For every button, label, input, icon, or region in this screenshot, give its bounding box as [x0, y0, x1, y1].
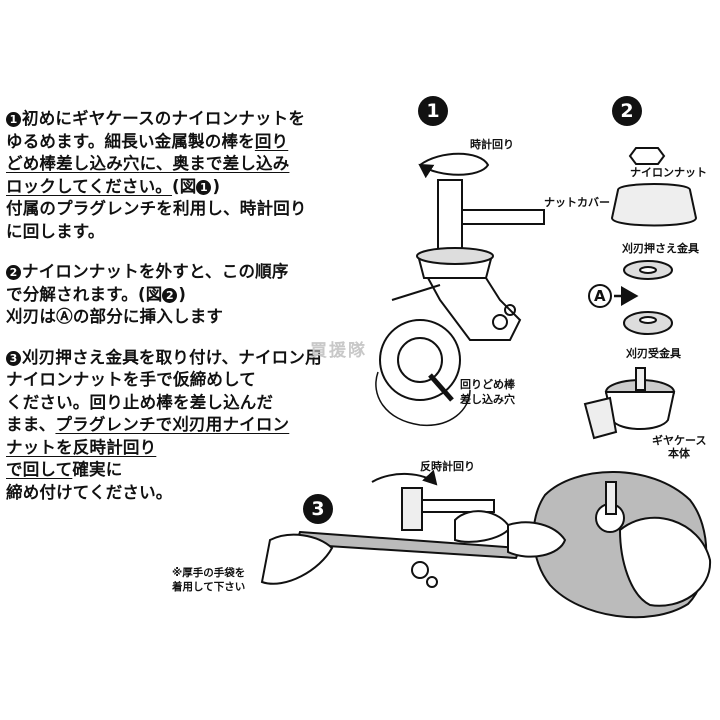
step-3-line-6: で回して確実に: [6, 459, 376, 482]
step-text: 初めにギヤケースのナイロンナットを: [22, 109, 306, 128]
step-text: ナイロンナットを外すと、この順序: [22, 262, 289, 281]
step-text: 確実に: [72, 460, 123, 479]
gear-case-label-line1: ギヤケース: [652, 434, 707, 447]
step-text-underlined: ロックしてください。: [6, 176, 173, 196]
step-1-line-6: に回します。: [6, 221, 376, 244]
step-text-underlined: どめ棒差し込み穴: [6, 154, 140, 173]
figure-3-right-drawing: [507, 471, 712, 619]
watermark: 買援隊: [310, 341, 367, 361]
glove-note-line2: 着用して下さい: [172, 581, 246, 593]
step-text: まま、: [6, 415, 56, 434]
step-text: 付属のプラグレンチを利用し、時計回り: [6, 199, 307, 218]
step-1-line-5: 付属のプラグレンチを利用し、時計回り: [6, 198, 376, 221]
step-text: ): [212, 176, 221, 196]
step-text-underlined: 回り: [254, 131, 289, 151]
gear-case-label-line2: 本体: [668, 447, 690, 460]
figure-2-badge: 2: [612, 96, 642, 126]
step-text: ください。回り止め棒を差し込んだ: [6, 392, 274, 412]
step-3-line-5: ナットを反時計回り: [6, 437, 376, 460]
step-3-line-7: 締め付けてください。: [6, 482, 376, 505]
step-text: 刈刃押さえ金具を取り付け、ナイロン用: [22, 347, 322, 367]
glove-note-line1: ※厚手の手袋を: [172, 567, 246, 579]
hole-label-line1: 回りどめ棒: [460, 378, 515, 391]
figure-2-drawing: [583, 147, 698, 440]
step-text: (図: [172, 176, 197, 196]
nylon-nut-label: ナイロンナット: [630, 166, 707, 179]
step-text: ): [178, 284, 187, 304]
a-marker-icon: [588, 284, 612, 308]
step-text: 締め付けてください。: [6, 482, 173, 502]
step-text: に、奥まで差し込み: [139, 154, 290, 173]
nut-cover-icon: [610, 183, 698, 227]
glove-note: ※厚手の手袋を 着用して下さい: [172, 566, 245, 594]
step-1-line-2: ゆるめます。細長い金属製の棒を回り: [6, 131, 376, 154]
step-text: の部分に挿入します: [72, 307, 224, 326]
hole-label-line2: 差し込み穴: [460, 393, 515, 406]
step-text: に回します。: [6, 221, 105, 241]
counterclockwise-arrow-icon: [371, 469, 438, 486]
figure-3-drawing: [260, 469, 522, 588]
figure-1-badge: 1: [418, 96, 448, 126]
step-text-underlined: で回して: [6, 460, 73, 479]
nylon-nut-icon: [628, 147, 666, 165]
step-number-badge: 3: [6, 350, 21, 366]
figure-1-drawing: [375, 152, 545, 426]
step-3-line-4: まま、プラグレンチで刈刃用ナイロン: [6, 414, 376, 437]
step-text: で分解されます。(図: [6, 284, 163, 304]
a-marker-text: Ⓐ: [56, 307, 73, 326]
nut-cover-label: ナットカバー: [544, 196, 610, 209]
step-text: ナイロンナットを手で仮締めして: [6, 370, 257, 389]
step-text-underlined: プラグレンチで刈刃用ナイロン: [55, 415, 290, 434]
step-1-line-3: どめ棒差し込み穴に、奥まで差し込み: [6, 153, 376, 176]
counterclockwise-label: 反時計回り: [420, 460, 475, 473]
hand-icon: [260, 533, 334, 585]
step-text-underlined: ナットを反時計回り: [6, 437, 157, 457]
clockwise-arrow-icon: [418, 152, 490, 179]
figure-3-badge: 3: [303, 494, 333, 524]
step-text: 刈刃は: [6, 307, 57, 326]
clockwise-label: 時計回り: [470, 138, 514, 151]
step-2-line-3: 刈刃はⒶの部分に挿入します: [6, 306, 376, 329]
blade-receiver-label: 刈刃受金具: [626, 347, 681, 360]
step-text: ゆるめます。細長い金属製の棒を: [6, 131, 255, 151]
step-number-badge: 2: [6, 265, 21, 280]
glove-icon: [618, 516, 712, 607]
blade-holder-label: 刈刃押さえ金具: [622, 242, 699, 255]
figure-ref-badge: 1: [196, 179, 212, 195]
step-3-line-2: ナイロンナットを手で仮締めして: [6, 369, 376, 392]
step-number-badge: 1: [6, 112, 21, 127]
a-marker-label: A: [594, 287, 606, 305]
step-3-line-3: ください。回り止め棒を差し込んだ: [6, 392, 376, 415]
figure-ref-badge: 2: [162, 287, 178, 303]
